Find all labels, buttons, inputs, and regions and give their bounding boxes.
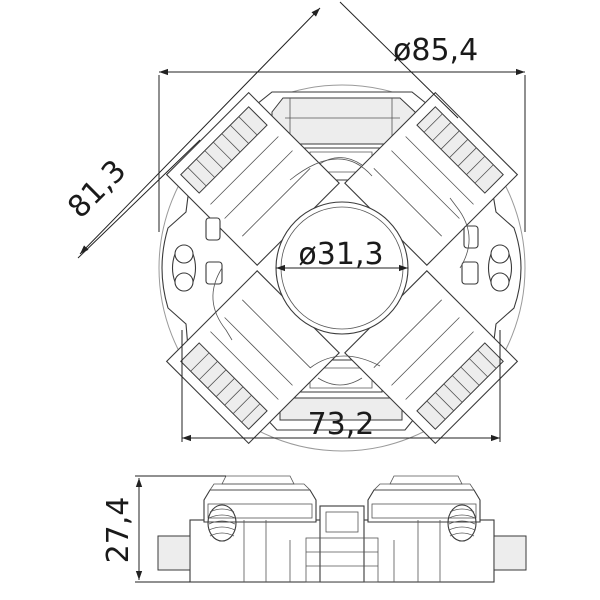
spring-right [447, 504, 477, 542]
dim-width: 73,2 [181, 330, 501, 442]
side-holder-left [203, 475, 317, 523]
height-label: 27,4 [101, 497, 136, 564]
side-tab-left [157, 535, 191, 571]
side-tab-right [493, 535, 527, 571]
wire-bottom [309, 355, 381, 369]
mounting-holes-right [449, 197, 513, 292]
dim-height: 27,4 [101, 475, 226, 583]
side-view: 27,4 [101, 475, 527, 583]
outer-diameter-label: ø85,4 [393, 33, 478, 68]
spring-left [207, 504, 237, 542]
side-holder-right [367, 475, 481, 523]
inner-diameter-label: ø31,3 [298, 237, 383, 272]
side-center-block [305, 505, 379, 583]
top-view: ø85,4 81,3 ø31,3 73,2 [61, 1, 526, 452]
outer-reference-circle [158, 84, 526, 452]
width-label: 73,2 [308, 407, 375, 442]
dim-inner-diameter: ø31,3 [276, 237, 408, 272]
side-inner-lines [243, 520, 441, 582]
